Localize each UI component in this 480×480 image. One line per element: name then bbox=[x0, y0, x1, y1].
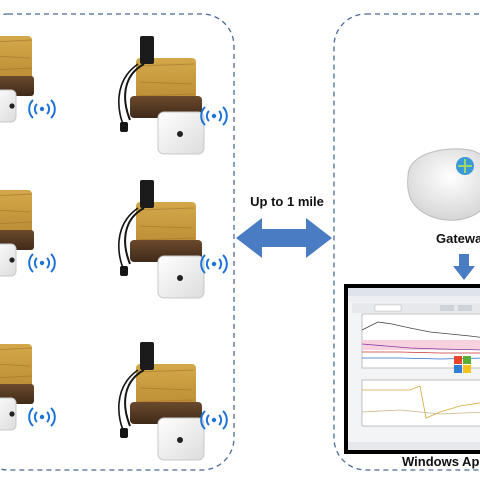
sensor-unit-6 bbox=[117, 341, 228, 461]
sensor-field-panel bbox=[0, 13, 235, 471]
gateway-app-panel bbox=[333, 13, 480, 471]
sensor-unit-2 bbox=[117, 35, 228, 155]
gateway-device-icon bbox=[407, 148, 480, 221]
sensor-unit-4 bbox=[117, 179, 228, 299]
gateway-label: Gateway bbox=[436, 231, 480, 246]
double-arrow-icon bbox=[236, 218, 332, 258]
app-label: Windows App bbox=[402, 454, 480, 469]
range-label: Up to 1 mile bbox=[250, 194, 324, 209]
sensor-unit-3 bbox=[0, 189, 56, 277]
sensor-unit-1 bbox=[0, 35, 56, 123]
down-arrow-icon bbox=[453, 254, 475, 280]
sensor-unit-5 bbox=[0, 343, 56, 431]
software-window-icon bbox=[344, 284, 480, 454]
